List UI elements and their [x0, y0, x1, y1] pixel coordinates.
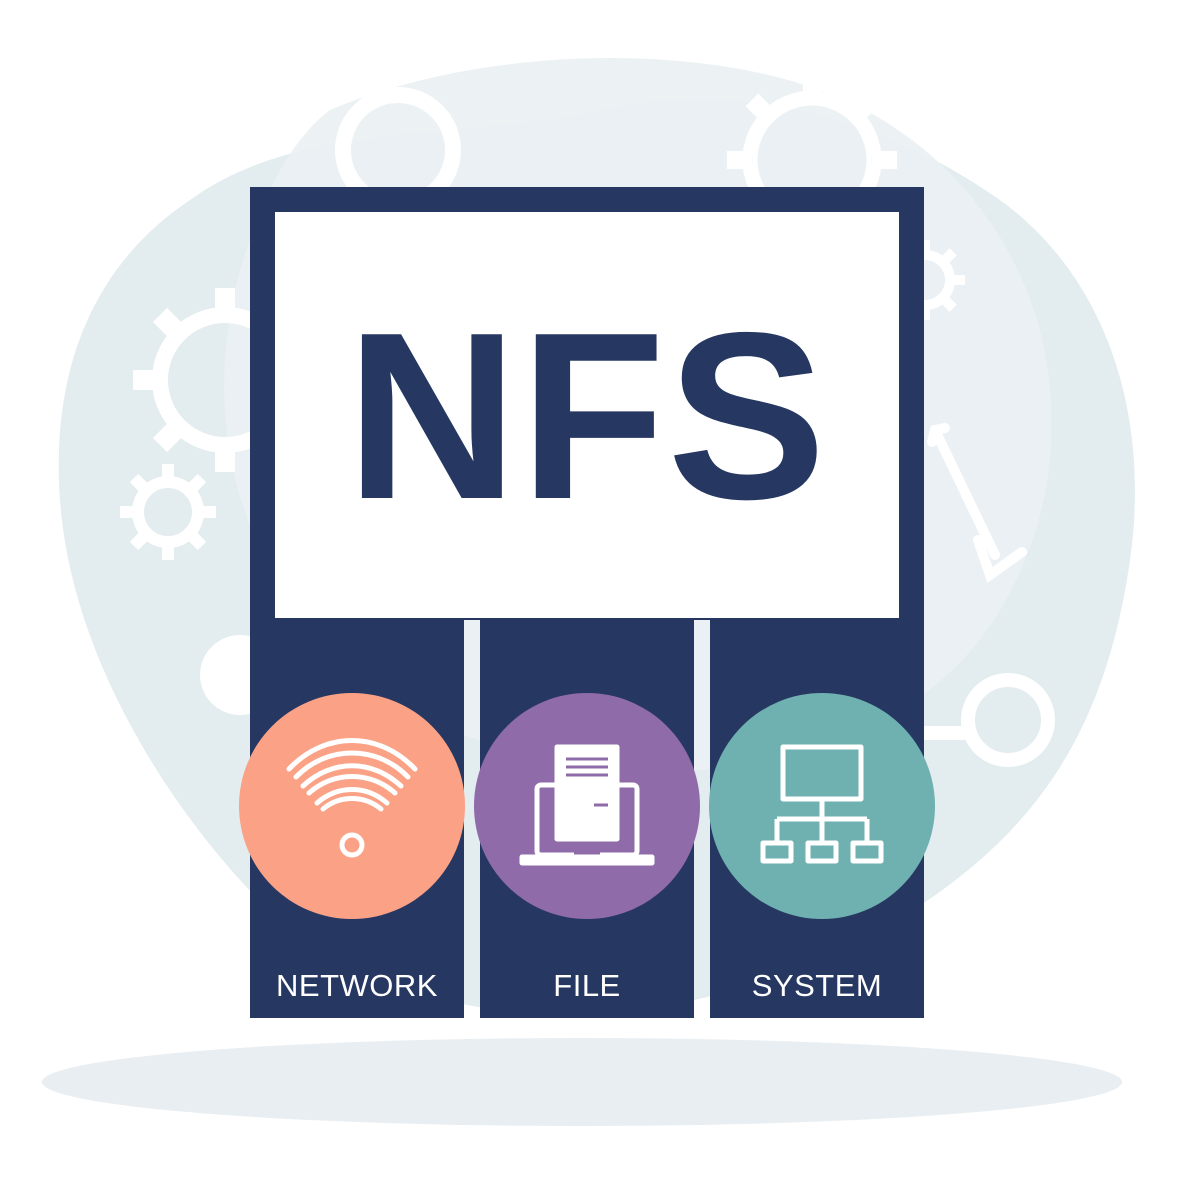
hierarchy-network-icon [760, 744, 884, 864]
column-label-file: FILE [553, 968, 621, 1003]
system-circle [709, 693, 935, 919]
title-card: NFS [275, 212, 899, 618]
network-circle [239, 693, 465, 919]
file-circle [474, 693, 700, 919]
ground-shadow [42, 1038, 1122, 1126]
arrow-icon [927, 423, 1027, 583]
wifi-icon [286, 738, 418, 858]
column-label-system: SYSTEM [751, 968, 883, 1003]
pin-icon [918, 673, 1055, 767]
column-label-network: NETWORK [276, 968, 438, 1003]
gear-icon [120, 464, 216, 560]
acronym-title: NFS [346, 284, 828, 549]
laptop-document-icon [519, 744, 655, 866]
